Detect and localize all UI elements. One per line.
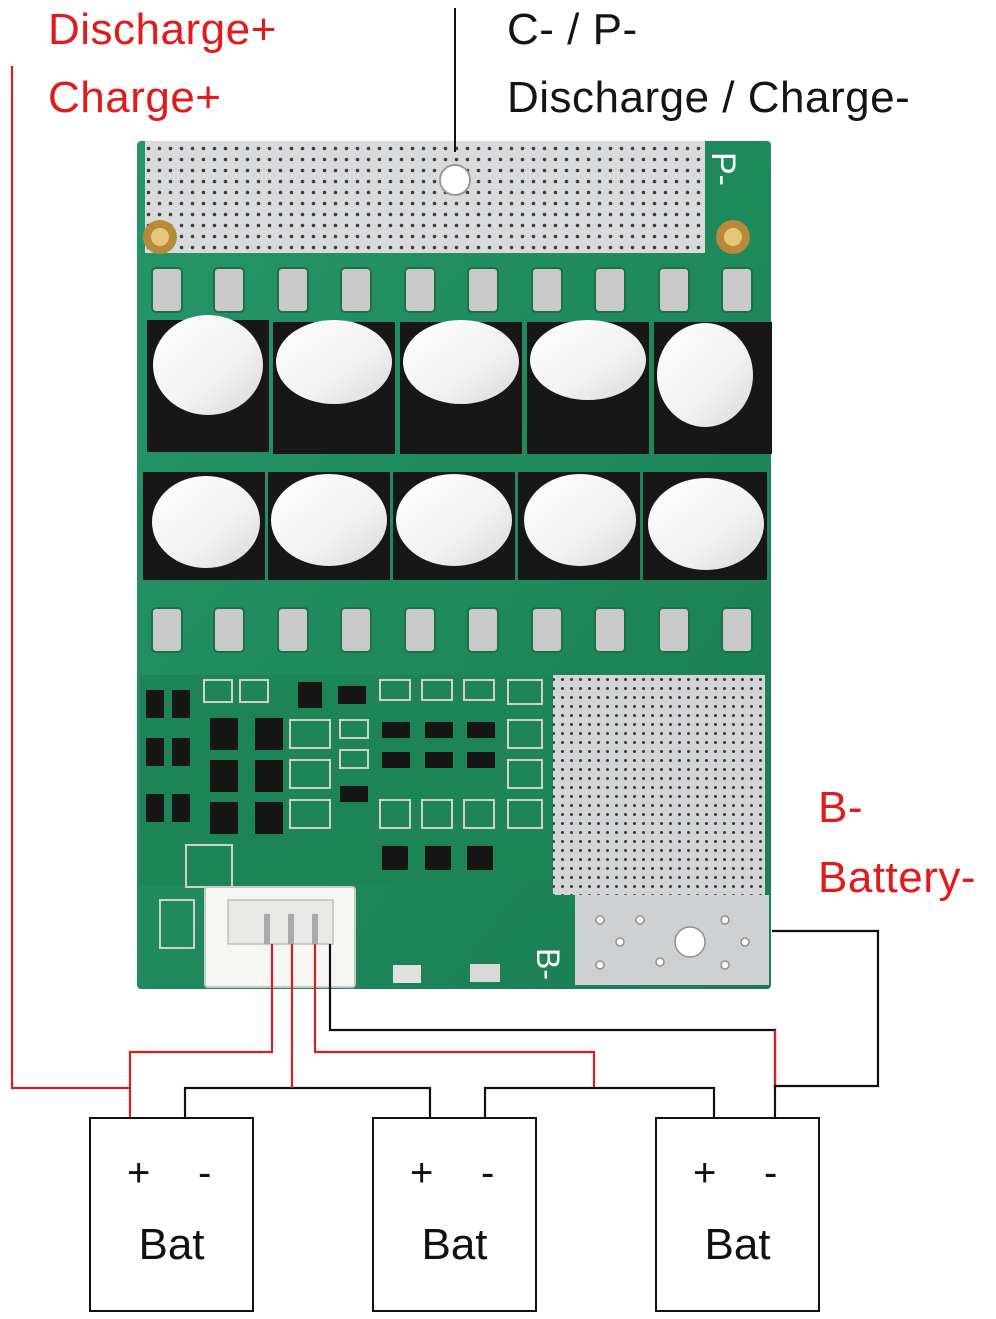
battery-label: Bat [138,1220,205,1269]
label-c-minus-p-minus: C- / P- [507,5,638,54]
label-b-minus: B- [818,783,863,832]
battery-cell-3: + - Bat [655,1117,820,1312]
battery-plus-terminal: + [410,1151,434,1195]
wire-discharge-plus [10,66,130,1090]
battery-cell-2: + - Bat [372,1117,537,1312]
control-circuit-area [140,675,552,983]
battery-minus-terminal: - [198,1151,212,1195]
label-battery-minus: Battery- [818,853,977,902]
board-mark-p-minus: P- [704,152,742,186]
wire-balance-1 [128,944,274,1117]
bottom-mosfet-pads [151,607,753,653]
battery-plus-terminal: + [127,1151,151,1195]
standoff-top-left [143,220,177,254]
standoff-top-right [716,220,750,254]
wire-bat2-minus-to-bat3-plus [483,1086,716,1117]
mosfet-row-bottom [143,472,767,580]
balance-connector [204,886,356,988]
bms-pcb-board: P- B- [137,141,772,989]
battery-plus-terminal: + [693,1151,717,1195]
label-charge-plus: Charge+ [48,73,222,122]
wire-b-minus [772,929,880,1117]
wiring [10,66,880,1117]
wire-bat1-minus-to-bat2-plus [183,1086,432,1117]
battery-minus-terminal: - [481,1151,495,1195]
label-discharge-charge-minus: Discharge / Charge- [507,73,911,122]
battery-label: Bat [704,1220,771,1269]
wire-balance-3 [313,944,596,1088]
mosfet-row-top [147,315,772,454]
board-mark-b-minus: B- [530,948,566,980]
battery-cell-1: + - Bat [89,1117,254,1312]
battery-minus-terminal: - [764,1151,778,1195]
battery-label: Bat [421,1220,488,1269]
label-discharge-plus: Discharge+ [48,5,277,54]
top-mosfet-pads [151,267,753,313]
